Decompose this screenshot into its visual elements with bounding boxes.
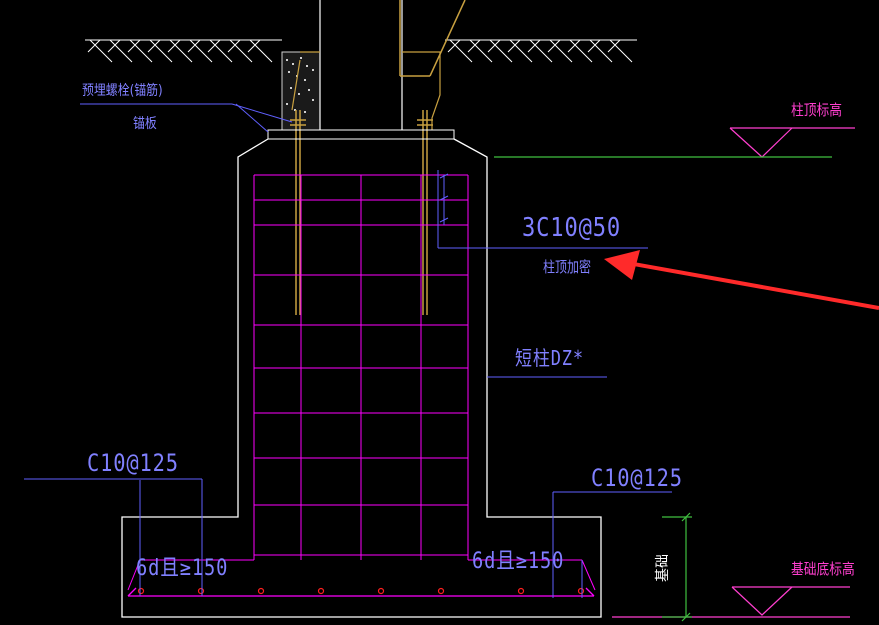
left-stirrup-label: C10@125 — [87, 449, 179, 477]
foundation-height-label: 基础 — [655, 554, 671, 582]
red-arrow-annotation — [604, 250, 879, 310]
short-column-label: 短柱DZ* — [515, 346, 584, 370]
foundation-bottom-elevation-symbol — [612, 586, 850, 618]
base-plate — [267, 129, 455, 140]
column-rebar-grid — [127, 174, 596, 591]
ground-hatch-right — [445, 39, 637, 63]
column-top-elevation-symbol — [729, 127, 855, 158]
ground-hatch-left — [85, 39, 282, 63]
foundation-bottom-elevation-label: 基础底标高 — [791, 560, 855, 578]
anchor-bolts — [290, 0, 466, 315]
leader-lines — [24, 103, 672, 598]
right-anchor-length-label: 6d且≥150 — [472, 549, 565, 574]
column-top-elevation-label: 柱顶标高 — [791, 101, 843, 119]
foundation-height-dimension — [662, 512, 692, 622]
grout-pocket-right — [291, 51, 441, 130]
concrete-outline — [121, 138, 602, 618]
steel-column — [319, 0, 403, 130]
column-top-densify-label: 柱顶加密 — [543, 258, 592, 276]
column-top-rebar-label: 3C10@50 — [522, 213, 622, 243]
left-anchor-length-label: 6d且≥150 — [136, 556, 229, 581]
anchor-plate-label: 锚板 — [133, 116, 157, 132]
bottom-rebar-dots — [137, 587, 585, 595]
right-stirrup-label: C10@125 — [591, 464, 683, 492]
grout-pocket-left — [281, 51, 321, 131]
embedded-bolt-label: 预埋螺栓(锚筋) — [82, 83, 163, 99]
bottom-rebar — [127, 587, 595, 597]
